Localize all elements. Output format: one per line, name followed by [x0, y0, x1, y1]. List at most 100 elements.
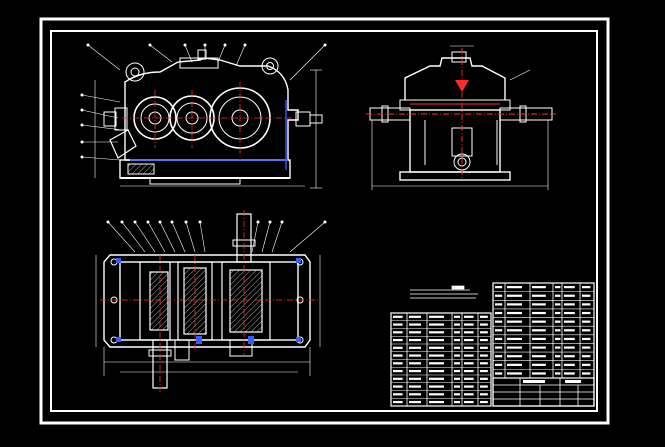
side-centerlines: [366, 48, 556, 180]
bom-cell-text: [555, 329, 561, 332]
parts-cell-text: [393, 362, 403, 365]
parts-cell-text: [480, 346, 488, 349]
front-dimensions: [94, 69, 322, 189]
bom-cell-text: [507, 320, 522, 323]
bom-cell-text: [582, 329, 591, 332]
parts-cell-text: [409, 338, 421, 342]
bom-cell-text: [564, 303, 575, 306]
parts-cell-text: [429, 393, 444, 396]
gear-section: [139, 261, 271, 341]
parts-cell-text: [464, 315, 474, 318]
parts-cell-text: [454, 400, 460, 404]
parts-cell-text: [429, 346, 444, 349]
parts-cell-text: [409, 393, 421, 396]
bom-cell-text: [507, 286, 522, 289]
top-centerlines: [100, 210, 318, 392]
bom-cell-text: [495, 303, 503, 306]
bom-cell-text: [507, 337, 522, 341]
bom-cell-text: [564, 329, 575, 332]
bom-cell-text: [495, 286, 503, 289]
bom-cell-text: [564, 355, 575, 358]
parts-cell-text: [464, 338, 474, 342]
bom-cell-text: [582, 286, 591, 289]
bom-cell-text: [507, 311, 522, 315]
parts-cell-text: [480, 331, 488, 334]
parts-cell-text: [393, 385, 403, 388]
parts-cell-text: [464, 346, 474, 349]
parts-cell-text: [480, 362, 488, 365]
parts-cell-text: [464, 362, 474, 365]
parts-cell-text: [454, 369, 460, 373]
bom-cell-text: [507, 363, 522, 366]
bom-cell-text: [555, 346, 561, 349]
parts-cell-text: [454, 338, 460, 342]
bom-cell-text: [532, 346, 546, 349]
parts-cell-text: [454, 377, 460, 380]
front-hidden-lines: [130, 100, 288, 170]
bom-cell-text: [582, 372, 591, 375]
bom-cell-text: [495, 311, 503, 315]
parts-cell-text: [409, 315, 421, 318]
top-leader-dots: [106, 220, 327, 224]
parts-cell-text: [464, 377, 474, 380]
parts-cell-text: [454, 323, 460, 326]
bom-cell-text: [532, 311, 546, 315]
parts-cell-text: [480, 323, 488, 326]
leader-dots: [80, 43, 327, 159]
bom-cell-text: [564, 363, 575, 366]
top-base-flange: [103, 254, 311, 348]
parts-cell-text: [393, 346, 403, 349]
side-view[interactable]: [369, 45, 553, 190]
lifting-eye-right: [261, 57, 279, 75]
parts-cell-text: [429, 331, 444, 334]
bom-cell-text: [495, 337, 503, 341]
bom-cell-text: [555, 337, 561, 341]
parts-cell-text: [393, 315, 403, 318]
parts-cell-text: [409, 354, 421, 357]
bom-cell-text: [564, 320, 575, 323]
side-dimensions: [371, 45, 549, 190]
parts-cell-text: [464, 393, 474, 396]
bom-cell-text: [495, 320, 503, 323]
parts-cell-text: [409, 362, 421, 365]
parts-cell-text: [464, 369, 474, 373]
parts-cell-text: [429, 385, 444, 388]
bom-cell-text: [532, 286, 546, 289]
top-dimensions: [95, 255, 321, 376]
bom-cell-text: [582, 294, 591, 297]
bom-cell-text: [532, 363, 546, 366]
parts-cell-text: [393, 400, 403, 404]
bom-cell-text: [532, 337, 546, 341]
bom-cell-text: [555, 311, 561, 315]
parts-cell-text: [393, 338, 403, 342]
bom-cell-text: [495, 329, 503, 332]
parts-cell-text: [393, 354, 403, 357]
parts-cell-text: [429, 362, 444, 365]
parts-cell-text: [464, 400, 474, 404]
parts-cell-text: [393, 323, 403, 326]
bom-cell-text: [582, 320, 591, 323]
parts-cell-text: [454, 385, 460, 388]
parts-cell-text: [429, 315, 444, 318]
parts-cell-text: [409, 385, 421, 388]
parts-cell-text: [393, 377, 403, 380]
lifting-eye-left: [125, 62, 145, 82]
bom-cell-text: [555, 363, 561, 366]
bom-cell-text: [564, 346, 575, 349]
bom-cell-text: [507, 372, 522, 375]
bom-cell-text: [582, 363, 591, 366]
bom-cell-text: [532, 303, 546, 306]
oil-hatch: [127, 163, 155, 175]
bom-cell-text: [555, 372, 561, 375]
bom-cell-text: [564, 337, 575, 341]
bom-cell-text: [564, 294, 575, 297]
parts-cell-text: [464, 385, 474, 388]
bom-cell-text: [564, 311, 575, 315]
sheet-border: [39, 17, 610, 425]
parts-cell-text: [480, 377, 488, 380]
bom-cell-text: [532, 294, 546, 297]
top-leaders: [107, 221, 326, 253]
bom-text: [495, 286, 591, 375]
parts-cell-text: [393, 369, 403, 373]
